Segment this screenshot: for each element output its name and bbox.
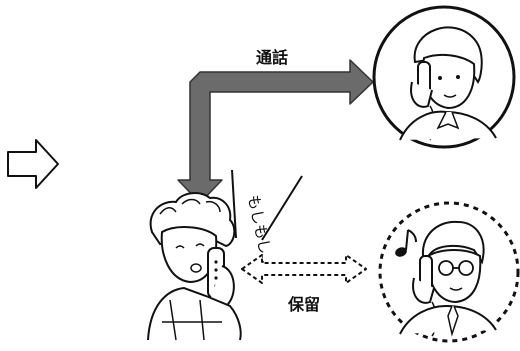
call-label: 通話 <box>256 48 288 67</box>
callee-portrait <box>372 5 516 149</box>
hollow-right-arrow-icon <box>7 139 59 189</box>
call-flow-arrow <box>177 59 374 204</box>
caller-figure <box>147 192 242 341</box>
held-party-portrait <box>378 201 520 343</box>
speech-marks <box>231 169 303 241</box>
music-note-icon <box>395 229 417 257</box>
hold-label: 保留 <box>287 295 320 314</box>
hold-arrow <box>241 254 367 284</box>
